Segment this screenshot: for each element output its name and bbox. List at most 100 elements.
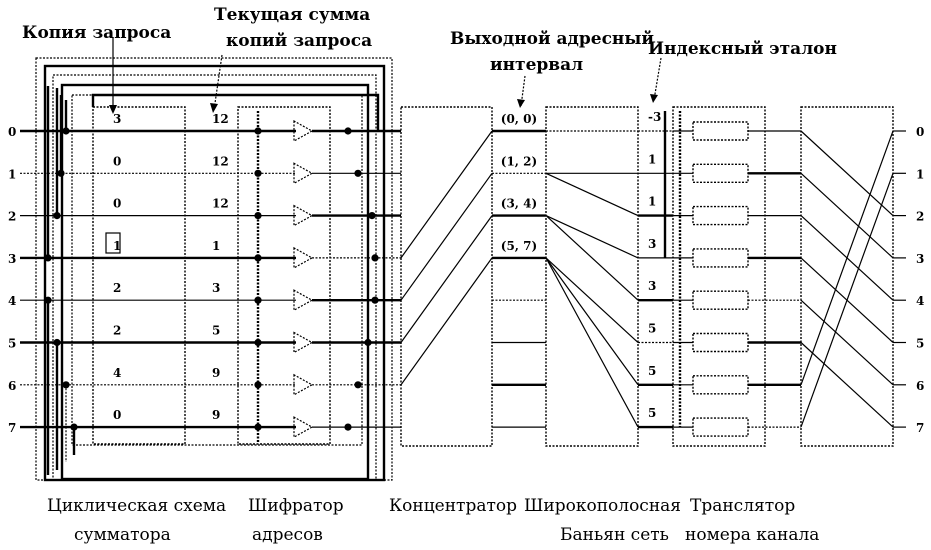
running-sum-arrowhead [210,103,218,113]
running-sum-value: 9 [212,408,220,422]
copy-request-highlight [105,232,121,254]
feedback-loops [35,57,393,482]
feedback-loop-inner-top [71,94,363,446]
output-interval-label-line1: Выходной адресный [450,29,654,49]
feedback-tap-node [371,254,379,262]
banyan-path [545,172,639,217]
encoder-node [254,212,262,220]
buffer-triangle [293,246,314,269]
concentrator-box [400,106,493,447]
feedback-loop-3 [60,83,370,481]
feedback-tap-node [344,423,352,431]
output-port-label: 5 [916,337,924,351]
banyan-path [545,257,639,428]
feedback-tap-node [354,169,362,177]
encoder-node [254,254,262,262]
translator-element [692,205,749,226]
input-port-label: 4 [8,294,16,308]
translator-element [692,163,749,184]
banyan-path [545,215,639,301]
feedback-tap-node [354,381,362,389]
index-reference-value: 5 [648,322,656,336]
buffer-triangle [293,331,314,354]
output-port-label: 7 [916,421,924,435]
running-sum-value: 9 [212,366,220,380]
copy-request-value: 0 [113,408,121,422]
caption-encoder-line1: Шифратор [248,496,344,516]
feedback-tap-node [368,212,376,220]
translator-element [692,290,749,310]
feedback-tap-node [364,338,372,347]
copy-request-value: 3 [113,112,121,126]
feedback-tap-node [344,127,352,135]
buffer-triangle [293,373,314,396]
caption-concentrator: Концентратор [389,496,517,516]
copy-request-value: 2 [113,281,121,295]
caption-translator-line2: номера канала [685,525,819,545]
input-port-label: 5 [8,337,16,351]
translator-element [692,332,749,353]
index-reference-value: 3 [648,237,656,251]
index-reference-value: 5 [648,364,656,378]
buffer-triangle [293,119,314,143]
buffer-triangle [293,289,314,312]
index-arrowhead [650,94,658,103]
running-sum-label-line2: копий запроса [226,31,372,51]
copy-request-value: 0 [113,154,121,168]
index-reference-value: 3 [648,279,656,293]
feedback-tap-node [371,296,379,304]
concentrator-path [400,257,493,386]
output-shuffle-box [800,106,894,447]
copy-request-value: 2 [113,324,121,338]
index-reference-value: -3 [648,110,661,124]
running-sum-value: 12 [212,154,229,168]
caption-cyclic-adder-line2: сумматора [74,525,171,545]
translator-element [692,375,749,395]
buffer-triangle [293,204,314,227]
shuffle-path [800,130,894,217]
address-encoder-box [237,106,331,445]
banyan-path [545,257,639,386]
concentrator-path [400,130,493,259]
shuffle-path [800,173,894,428]
caption-banyan-line2: Баньян сеть [560,525,669,545]
index-reference-value: 1 [648,152,656,166]
input-port-label: 1 [8,167,16,181]
address-interval-value: (1, 2) [501,154,537,168]
index-reference-value: 5 [648,406,656,420]
index-reference-value: 1 [648,195,656,209]
output-port-label: 6 [916,379,924,393]
encoder-node [254,127,262,135]
output-port-label: 4 [916,294,924,308]
translator-box [672,106,766,447]
running-sum-value: 12 [212,197,229,211]
output-port-label: 0 [916,125,924,139]
input-port-label: 6 [8,379,16,393]
copy-request-value: 4 [113,366,121,380]
concentrator-path [400,215,493,343]
input-port-label: 3 [8,252,16,266]
copy-request-label: Копия запроса [22,23,171,43]
index-reference-label: Индексный эталон [648,39,837,59]
input-port-label: 0 [8,125,16,139]
banyan-box [545,106,639,447]
running-sum-value: 12 [212,112,229,126]
running-sum-label-line1: Текущая сумма [214,5,370,25]
caption-banyan-line1: Широкополосная [524,496,681,516]
caption-encoder-line2: адресов [252,525,323,545]
copy-request-value: 0 [113,197,121,211]
interval-arrowhead [517,99,525,108]
output-interval-label-line2: интервал [490,55,583,75]
running-sum-arrow [213,54,223,111]
input-port-label: 7 [8,421,16,435]
output-port-label: 2 [916,210,924,224]
translator-element [692,121,749,141]
shuffle-path [800,172,894,259]
running-sum-value: 3 [212,281,220,295]
address-interval-value: (3, 4) [501,197,537,211]
translator-element [692,417,749,437]
translator-element [692,248,749,268]
input-port-label: 2 [8,210,16,224]
